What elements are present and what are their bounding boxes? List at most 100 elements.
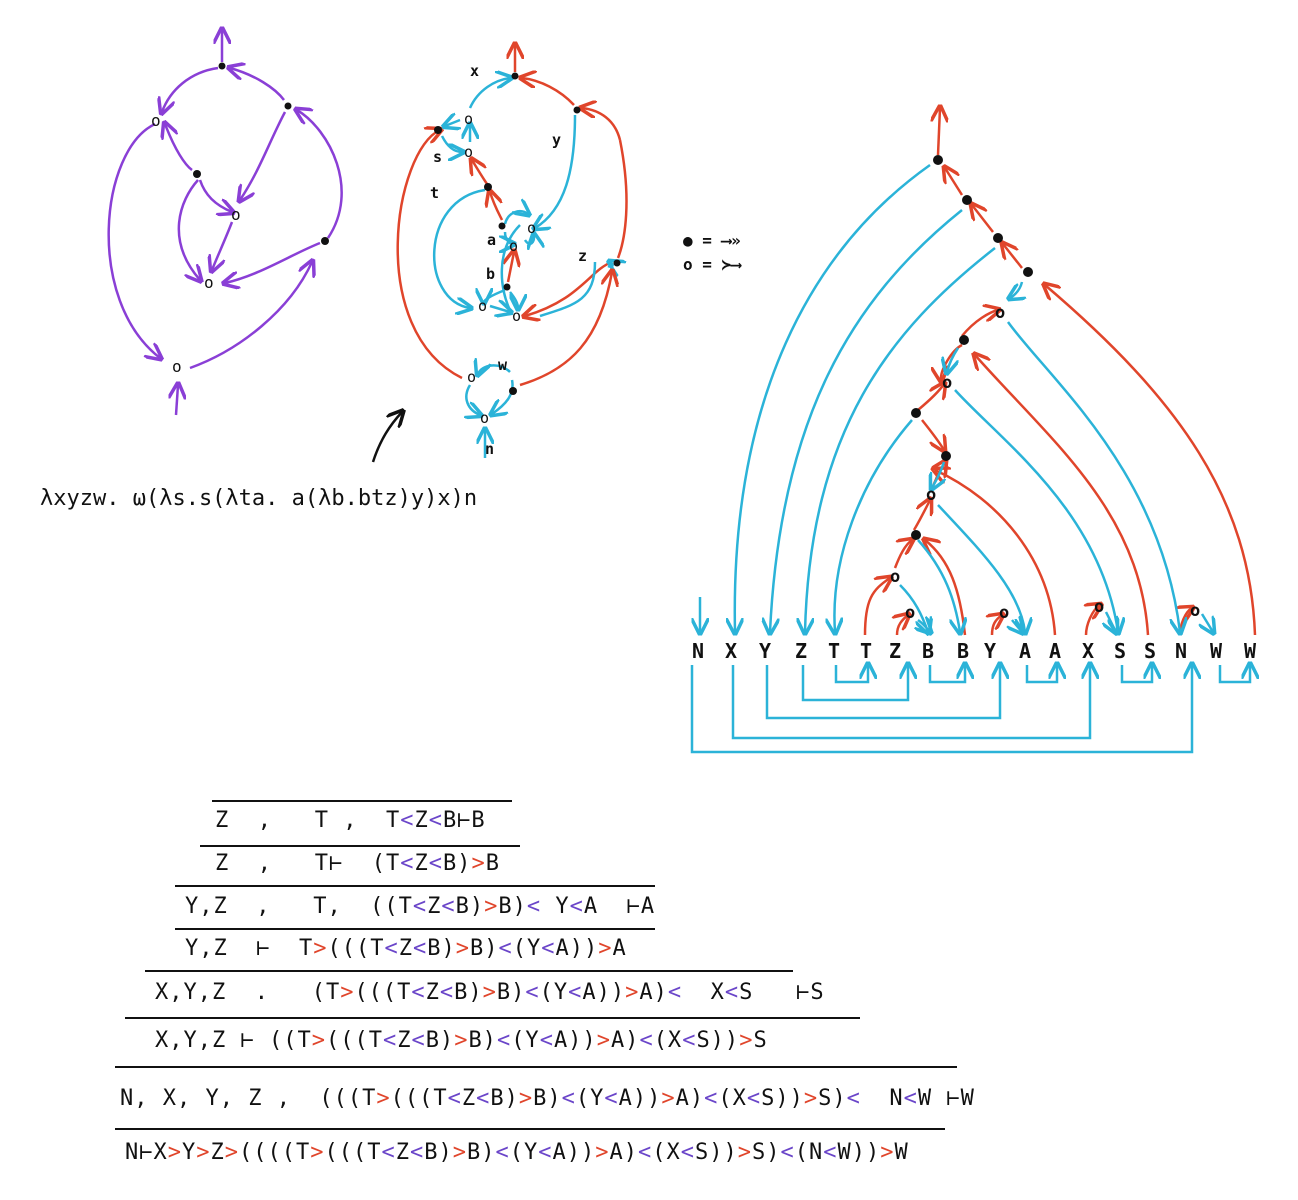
tree-graph: [690, 108, 1255, 754]
proof-text: Y,Z ⊢ T: [185, 936, 314, 961]
gt-connective: >: [452, 1140, 467, 1165]
proof-text: (((T: [354, 980, 412, 1005]
gt-connective: >: [598, 936, 613, 961]
svg-text:o: o: [480, 409, 489, 427]
proof-line: N, X, Y, Z , (((T>(((T<Z<B)>B)<(Y<A))>A)…: [120, 1086, 975, 1111]
lt-connective: <: [680, 1140, 695, 1165]
inference-rule: [145, 970, 793, 972]
lt-connective: <: [539, 1028, 554, 1053]
gt-connective: >: [340, 980, 355, 1005]
proof-text: W)): [837, 1140, 881, 1165]
svg-text:o: o: [995, 303, 1005, 323]
tree-leaf: W: [1210, 639, 1223, 663]
svg-text:o: o: [1094, 597, 1104, 617]
tree-leaf: A: [1049, 639, 1061, 663]
tree-leaf: S: [1144, 639, 1156, 663]
svg-text:o: o: [999, 603, 1009, 623]
gt-connective: >: [595, 1140, 610, 1165]
lt-connective: <: [382, 1028, 398, 1053]
gt-connective: >: [224, 1140, 239, 1165]
label-n: n: [485, 440, 494, 458]
gt-connective: >: [313, 936, 328, 961]
lt-connective: <: [412, 894, 428, 919]
gt-connective: >: [596, 1028, 611, 1053]
proof-text: A): [609, 1140, 638, 1165]
gt-connective: >: [661, 1086, 676, 1111]
gt-connective: >: [454, 1028, 469, 1053]
inference-rule: [125, 1017, 860, 1019]
lt-connective: <: [569, 894, 584, 919]
lt-connective: <: [384, 936, 399, 961]
proof-line: Z , T⊢ (T<Z<B)>B: [215, 851, 500, 876]
proof-text: (Y: [509, 1140, 539, 1165]
proof-text: B): [468, 1028, 497, 1053]
purple-nodes: o o o o: [151, 62, 329, 376]
svg-text:o: o: [478, 297, 487, 315]
proof-text: Z: [427, 894, 442, 919]
proof-line: N⊢X>Y>Z>((((T>(((T<Z<B)>B)<(Y<A))>A)<(X<…: [125, 1140, 909, 1165]
lt-connective: <: [409, 1140, 425, 1165]
proof-text: S): [751, 1140, 781, 1165]
proof-text: (Y: [539, 980, 569, 1005]
proof-text: S ⊢S: [739, 980, 825, 1005]
proof-text: S)): [761, 1086, 804, 1111]
lt-connective: <: [780, 1140, 795, 1165]
proof-text: B: [485, 851, 500, 876]
proof-text: B): [454, 980, 483, 1005]
proof-text: B): [424, 1140, 453, 1165]
svg-text:o: o: [204, 273, 214, 292]
proof-text: (((T: [324, 1140, 382, 1165]
gt-connective: >: [739, 1028, 754, 1053]
legend-hollow: o = ≻⟶: [683, 255, 742, 274]
proof-text: B): [469, 936, 499, 961]
lt-connective: <: [428, 851, 443, 876]
proof-text: Y: [541, 894, 570, 919]
inference-rule: [175, 928, 655, 930]
lt-connective: <: [439, 980, 455, 1005]
proof-text: Z: [395, 1140, 410, 1165]
proof-text: S: [753, 1028, 768, 1053]
svg-text:o: o: [172, 357, 182, 376]
lt-connective: <: [823, 1140, 838, 1165]
proof-text: A: [612, 936, 627, 961]
proof-line: Y,Z ⊢ T>(((T<Z<B)>B)<(Y<A))>A: [185, 936, 627, 961]
tree-leaf: N: [692, 639, 704, 663]
svg-text:o: o: [527, 219, 536, 237]
gt-connective: >: [484, 894, 499, 919]
lt-connective: <: [846, 1086, 861, 1111]
proof-text: (X: [652, 1140, 681, 1165]
proof-line: Z , T , T<Z<B⊢B: [215, 808, 486, 833]
lt-connective: <: [498, 936, 513, 961]
proof-text: X,Y,Z . (T: [155, 980, 341, 1005]
svg-text:o: o: [890, 567, 900, 587]
proof-text: (((T: [325, 1028, 383, 1053]
lt-connective: <: [400, 808, 415, 833]
gt-connective: >: [482, 980, 497, 1005]
svg-text:o: o: [926, 485, 936, 505]
lt-connective: <: [496, 1028, 512, 1053]
pointer-arrow: [371, 412, 402, 463]
proof-line: X,Y,Z . (T>(((T<Z<B)>B)<(Y<A))>A)< X<S ⊢…: [155, 980, 825, 1005]
proof-text: S)): [696, 1028, 740, 1053]
label-w: w: [498, 356, 508, 374]
proof-text: (((T: [327, 936, 385, 961]
tree-leaf: S: [1114, 639, 1126, 663]
proof-text: Z , T⊢ (T: [215, 851, 401, 876]
lt-connective: <: [525, 980, 540, 1005]
lt-connective: <: [428, 808, 443, 833]
svg-text:o: o: [509, 237, 518, 255]
proof-text: B): [496, 980, 526, 1005]
lt-connective: <: [538, 1140, 553, 1165]
proof-text: (X: [718, 1086, 747, 1111]
inference-rule: [115, 1066, 957, 1068]
proof-text: A)): [552, 1140, 596, 1165]
svg-text:o: o: [512, 307, 521, 325]
tree-leaf: T: [860, 639, 872, 663]
legend-filled: ● = ⟶»: [683, 231, 741, 250]
tree-leaf: Z: [795, 639, 807, 663]
proof-text: Z , T , T: [215, 808, 401, 833]
lt-connective: <: [604, 1086, 619, 1111]
lt-connective: <: [441, 894, 456, 919]
inference-rule: [175, 885, 655, 887]
proof-text: A)): [618, 1086, 662, 1111]
